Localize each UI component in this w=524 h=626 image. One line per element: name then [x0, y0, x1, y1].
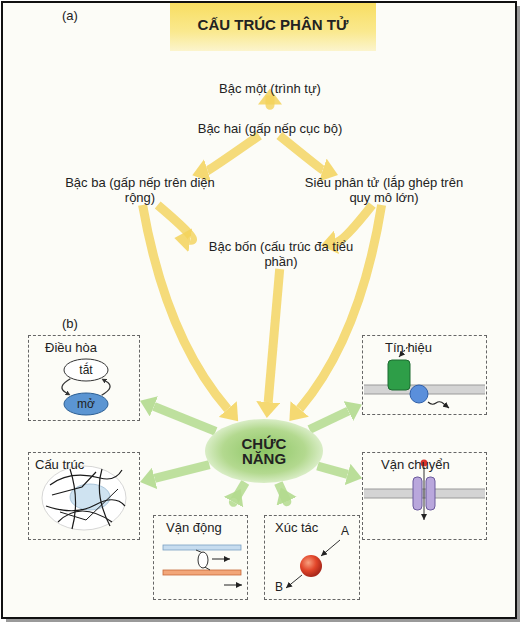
node-text: Bậc bốn (cấu trúc đa tiểu phần) [206, 239, 356, 269]
channel-protein [413, 477, 422, 510]
state-oval: tắt [63, 358, 109, 382]
flow-arrow [102, 381, 110, 395]
flow-arrow [158, 205, 193, 240]
node-text: Vận động [166, 520, 247, 535]
title-band: CẤU TRÚC PHÂN TỬ [170, 3, 376, 51]
enzyme-ball [300, 555, 322, 577]
node-ellipse [64, 359, 108, 381]
flow-arrow [233, 482, 245, 502]
panel-label: (a) [62, 8, 78, 23]
filament [163, 570, 241, 575]
fiber [99, 469, 110, 526]
motor-protein [198, 552, 208, 568]
fiber [52, 472, 96, 495]
function-box: Vận động [153, 515, 248, 600]
level-label: Bậc hai (gấp nếp cục bộ) [170, 121, 370, 136]
substrate-arrow [321, 540, 340, 556]
node-text: Bậc hai (gấp nếp cục bộ) [170, 121, 370, 136]
fiber [60, 489, 118, 520]
flow-arrow [266, 96, 275, 106]
node-text: CẤU TRÚC PHÂN TỬ [170, 17, 376, 32]
receptor-protein [388, 360, 410, 390]
node-text: Vận chuyển [381, 457, 486, 472]
flow-arrow [143, 205, 228, 409]
flow-arrow [318, 466, 348, 474]
product-label: B [275, 580, 283, 595]
node-text: Bậc ba (gấp nếp trên diện rộng) [65, 175, 215, 205]
motion-arrow [224, 585, 242, 586]
node-text: tắt [79, 363, 92, 378]
channel-protein [426, 477, 435, 510]
function-box: Vận chuyển [362, 452, 487, 540]
function-hub: CHỨC NĂNG [204, 418, 324, 484]
node-text: CHỨC NĂNG [229, 436, 299, 466]
level-label: Bậc ba (gấp nếp trên diện rộng) [65, 175, 215, 205]
outer-frame [2, 2, 516, 618]
node-text: Tín hiệu [385, 340, 486, 355]
node-ellipse [64, 393, 108, 415]
flow-arrow [279, 136, 323, 171]
flow-arrow [278, 483, 286, 502]
fiber [46, 500, 125, 511]
flow-arrow [310, 411, 349, 430]
function-box: Điều hòa tắt mở [28, 335, 140, 421]
substrate-label: A [341, 524, 349, 539]
node-text: Bậc một (trình tự) [185, 81, 355, 96]
flow-arrow [337, 205, 373, 242]
function-box: Tín hiệu [362, 335, 487, 415]
node-text: mở [77, 397, 95, 412]
flow-arrow [268, 269, 280, 402]
flow-arrow [208, 136, 260, 171]
membrane-edge [364, 385, 485, 386]
node-text: Điều hòa [45, 340, 139, 355]
flow-arrow [155, 465, 210, 479]
flow-arrow [300, 205, 382, 409]
signal-molecule [410, 385, 428, 403]
transport-arrow [424, 467, 425, 520]
node-ellipse [205, 419, 323, 483]
flow-arrow [62, 379, 70, 393]
level-label: Bậc bốn (cấu trúc đa tiểu phần) [206, 239, 356, 269]
level-label: Bậc một (trình tự) [185, 81, 355, 96]
node-text: Cấu trúc [35, 457, 139, 472]
product-arrow [286, 575, 302, 588]
fiber [70, 469, 76, 529]
node-text: Siêu phân tử (lắp ghép trên quy mô lớn) [299, 175, 469, 205]
flow-arrow [154, 406, 216, 431]
state-oval: mở [63, 392, 109, 416]
panel-label: (b) [62, 316, 78, 331]
level-label: Siêu phân tử (lắp ghép trên quy mô lớn) [299, 175, 469, 205]
signal-wave-arrow [428, 402, 449, 408]
cell-outline [42, 466, 126, 530]
filament [163, 545, 241, 550]
function-box: Cấu trúc [28, 452, 140, 540]
motion-arrow [212, 559, 230, 560]
